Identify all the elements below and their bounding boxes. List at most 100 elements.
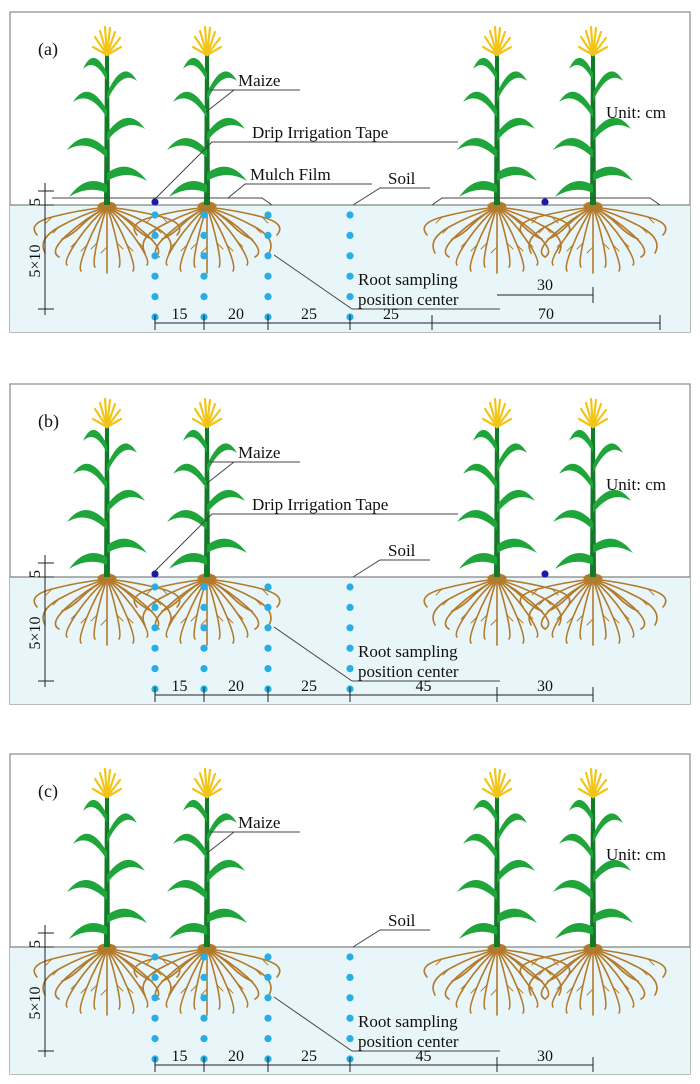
panel-letter: (c) bbox=[38, 781, 58, 802]
mulch-film-line bbox=[431, 197, 661, 206]
dimension-label: 25 bbox=[301, 306, 317, 323]
sampling-dot bbox=[200, 293, 208, 301]
maize-plant bbox=[33, 397, 181, 646]
roots-icon bbox=[519, 573, 667, 646]
sampling-dot bbox=[151, 1035, 159, 1043]
upper-dimension-label: 30 bbox=[537, 277, 553, 294]
depth-label-top: 5 bbox=[27, 198, 44, 206]
sampling-dot bbox=[151, 953, 159, 961]
maize-leader bbox=[205, 89, 235, 113]
root-sampling-leader bbox=[273, 254, 353, 310]
sampling-dot bbox=[264, 583, 272, 591]
sampling-dot bbox=[151, 973, 159, 982]
sampling-dot bbox=[151, 272, 159, 280]
maize-plant bbox=[423, 25, 571, 274]
drip-leader bbox=[154, 513, 458, 572]
sampling-dot bbox=[346, 272, 354, 280]
leaves-icon bbox=[167, 57, 247, 197]
tassel-icon bbox=[91, 25, 123, 57]
sampling-dot bbox=[200, 994, 208, 1002]
leaves-icon bbox=[167, 799, 247, 939]
sampling-dot bbox=[346, 644, 354, 652]
sampling-dot bbox=[264, 973, 272, 982]
sampling-dot bbox=[264, 211, 272, 219]
soil-leader bbox=[352, 929, 430, 948]
sampling-dot bbox=[264, 1014, 272, 1022]
sampling-dot bbox=[151, 293, 159, 301]
depth-label-top: 5 bbox=[27, 570, 44, 578]
maize-leader bbox=[205, 461, 235, 485]
dimension-label: 30 bbox=[537, 678, 553, 695]
sampling-dot bbox=[346, 973, 354, 982]
sampling-dot bbox=[200, 644, 208, 652]
sampling-dot bbox=[346, 252, 354, 260]
sampling-dot bbox=[151, 994, 159, 1002]
roots-icon bbox=[33, 943, 181, 1016]
sampling-dot bbox=[200, 1035, 208, 1043]
soil-leader bbox=[352, 559, 430, 578]
root-sampling-leader bbox=[273, 996, 353, 1052]
mulch-leader bbox=[227, 183, 372, 199]
sampling-dot bbox=[346, 1035, 354, 1043]
depth-label-side: 5×10 bbox=[27, 616, 44, 649]
tassel-icon bbox=[191, 25, 223, 57]
drip-label: Drip Irrigation Tape bbox=[252, 123, 388, 142]
depth-dimension bbox=[38, 555, 54, 687]
maize-label: Maize bbox=[238, 443, 280, 462]
leaves-icon bbox=[67, 57, 147, 197]
panel-letter: (b) bbox=[38, 411, 59, 432]
maize-label: Maize bbox=[238, 71, 280, 90]
maize-label: Maize bbox=[238, 813, 280, 832]
sampling-dot bbox=[346, 293, 354, 301]
soil-area bbox=[10, 205, 690, 332]
maize-plant bbox=[133, 767, 281, 1016]
leaves-icon bbox=[457, 57, 537, 197]
dimension-label: 20 bbox=[228, 306, 244, 323]
unit-label: Unit: cm bbox=[606, 475, 666, 494]
tassel-icon bbox=[577, 25, 609, 57]
roots-icon bbox=[133, 201, 281, 274]
tassel-icon bbox=[481, 767, 513, 799]
sampling-dot bbox=[200, 665, 208, 673]
sampling-dot bbox=[200, 272, 208, 280]
sampling-dot bbox=[200, 1014, 208, 1022]
roots-icon bbox=[33, 201, 181, 274]
depth-label-side: 5×10 bbox=[27, 244, 44, 277]
sampling-dot bbox=[264, 644, 272, 652]
sampling-dot bbox=[264, 293, 272, 301]
depth-label-top: 5 bbox=[27, 940, 44, 948]
soil-label: Soil bbox=[388, 169, 416, 188]
maize-plant bbox=[519, 767, 667, 1016]
dimension-label: 15 bbox=[172, 678, 188, 695]
sampling-dot bbox=[151, 665, 159, 673]
soil-label: Soil bbox=[388, 911, 416, 930]
maize-plant bbox=[133, 25, 281, 274]
leaves-icon bbox=[553, 429, 633, 569]
soil-area bbox=[10, 947, 690, 1074]
roots-icon bbox=[519, 943, 667, 1016]
dimension-label: 25 bbox=[301, 678, 317, 695]
drip-tape-marker bbox=[541, 198, 549, 206]
root-sampling-label: position center bbox=[358, 662, 459, 681]
sampling-dot bbox=[200, 252, 208, 260]
sampling-dot bbox=[346, 953, 354, 961]
sampling-dot bbox=[264, 272, 272, 280]
leaves-icon bbox=[553, 57, 633, 197]
unit-label: Unit: cm bbox=[606, 103, 666, 122]
maize-leader bbox=[205, 831, 235, 855]
sampling-dot bbox=[346, 624, 354, 632]
tassel-icon bbox=[577, 397, 609, 429]
sampling-dot bbox=[264, 603, 272, 612]
dimension-label: 45 bbox=[416, 678, 432, 695]
tassel-icon bbox=[91, 767, 123, 799]
drip-tape-marker bbox=[541, 570, 549, 578]
roots-icon bbox=[519, 201, 667, 274]
sampling-dot bbox=[151, 583, 159, 591]
sampling-dot bbox=[346, 231, 354, 239]
drip-leader bbox=[154, 141, 458, 200]
root-sampling-label: Root sampling bbox=[358, 270, 458, 289]
root-sampling-label: Root sampling bbox=[358, 1012, 458, 1031]
